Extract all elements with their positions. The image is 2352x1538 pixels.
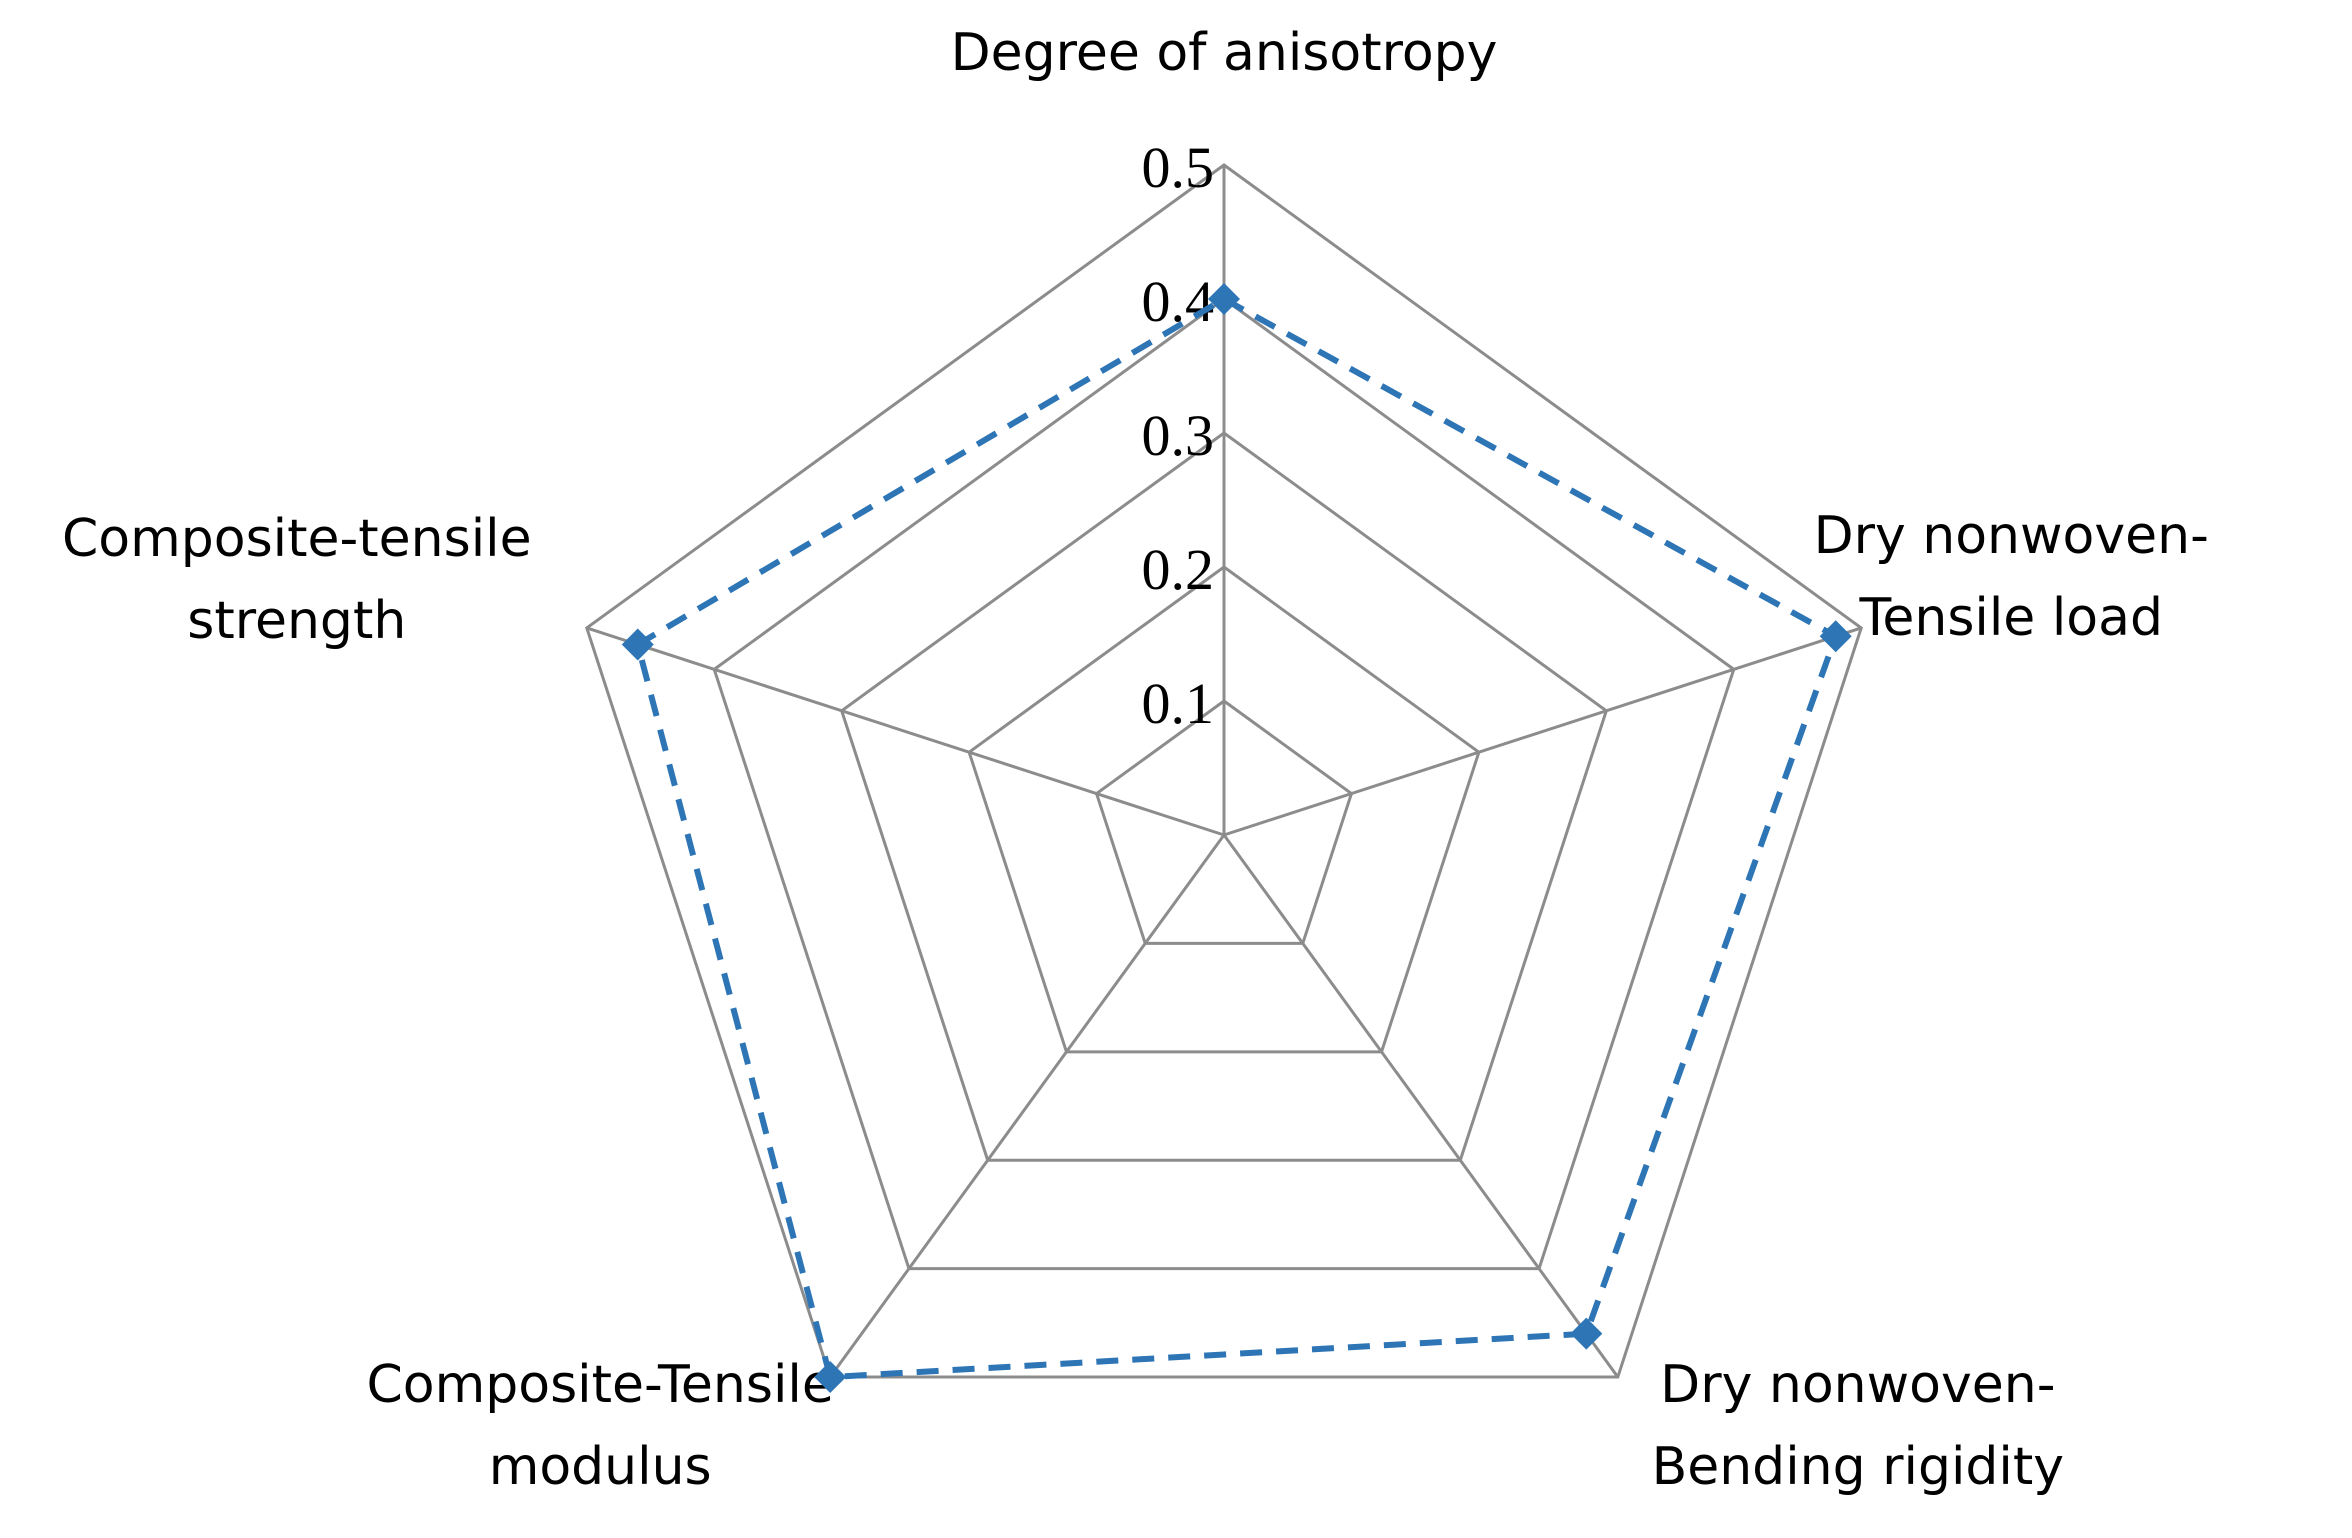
axis-label-3-line-2: Bending rigidity — [1652, 1437, 2064, 1497]
axis-label-2-line-2: Tensile load — [1858, 588, 2163, 648]
grid-ring-1 — [1094, 699, 1354, 945]
grid-ring-4 — [712, 297, 1736, 1271]
spoke-4 — [828, 834, 1226, 1378]
series-1-line — [634, 295, 1840, 1381]
spoke-5 — [586, 626, 1225, 837]
axis-label-2-line-1: Dry nonwoven- — [1814, 506, 2209, 566]
tick-label-3: 0.3 — [1142, 403, 1215, 468]
spoke-3 — [1222, 834, 1620, 1378]
series-1-point-2 — [1819, 620, 1852, 653]
series-1-point-5 — [621, 628, 654, 661]
series-1-point-3 — [1570, 1317, 1603, 1350]
tick-label-5: 0.5 — [1142, 135, 1215, 200]
grid-ring-5 — [585, 163, 1863, 1379]
spoke-2 — [1223, 626, 1862, 837]
tick-label-2: 0.2 — [1142, 537, 1215, 602]
axis-label-5-line-2: strength — [187, 591, 406, 651]
tick-label-1: 0.1 — [1142, 671, 1215, 736]
series-1-point-4 — [814, 1361, 847, 1394]
axis-label-5-line-1: Composite-tensile — [62, 509, 532, 569]
grid-ring-2 — [967, 565, 1481, 1054]
series-1-point-1 — [1208, 283, 1240, 315]
axis-label-3-line-1: Dry nonwoven- — [1660, 1355, 2055, 1415]
axis-label-1-line-1: Degree of anisotropy — [951, 23, 1498, 83]
grid-ring-3 — [839, 431, 1609, 1162]
axis-label-4-line-2: modulus — [489, 1437, 712, 1497]
axis-label-4-line-1: Composite-Tensile — [366, 1355, 833, 1415]
